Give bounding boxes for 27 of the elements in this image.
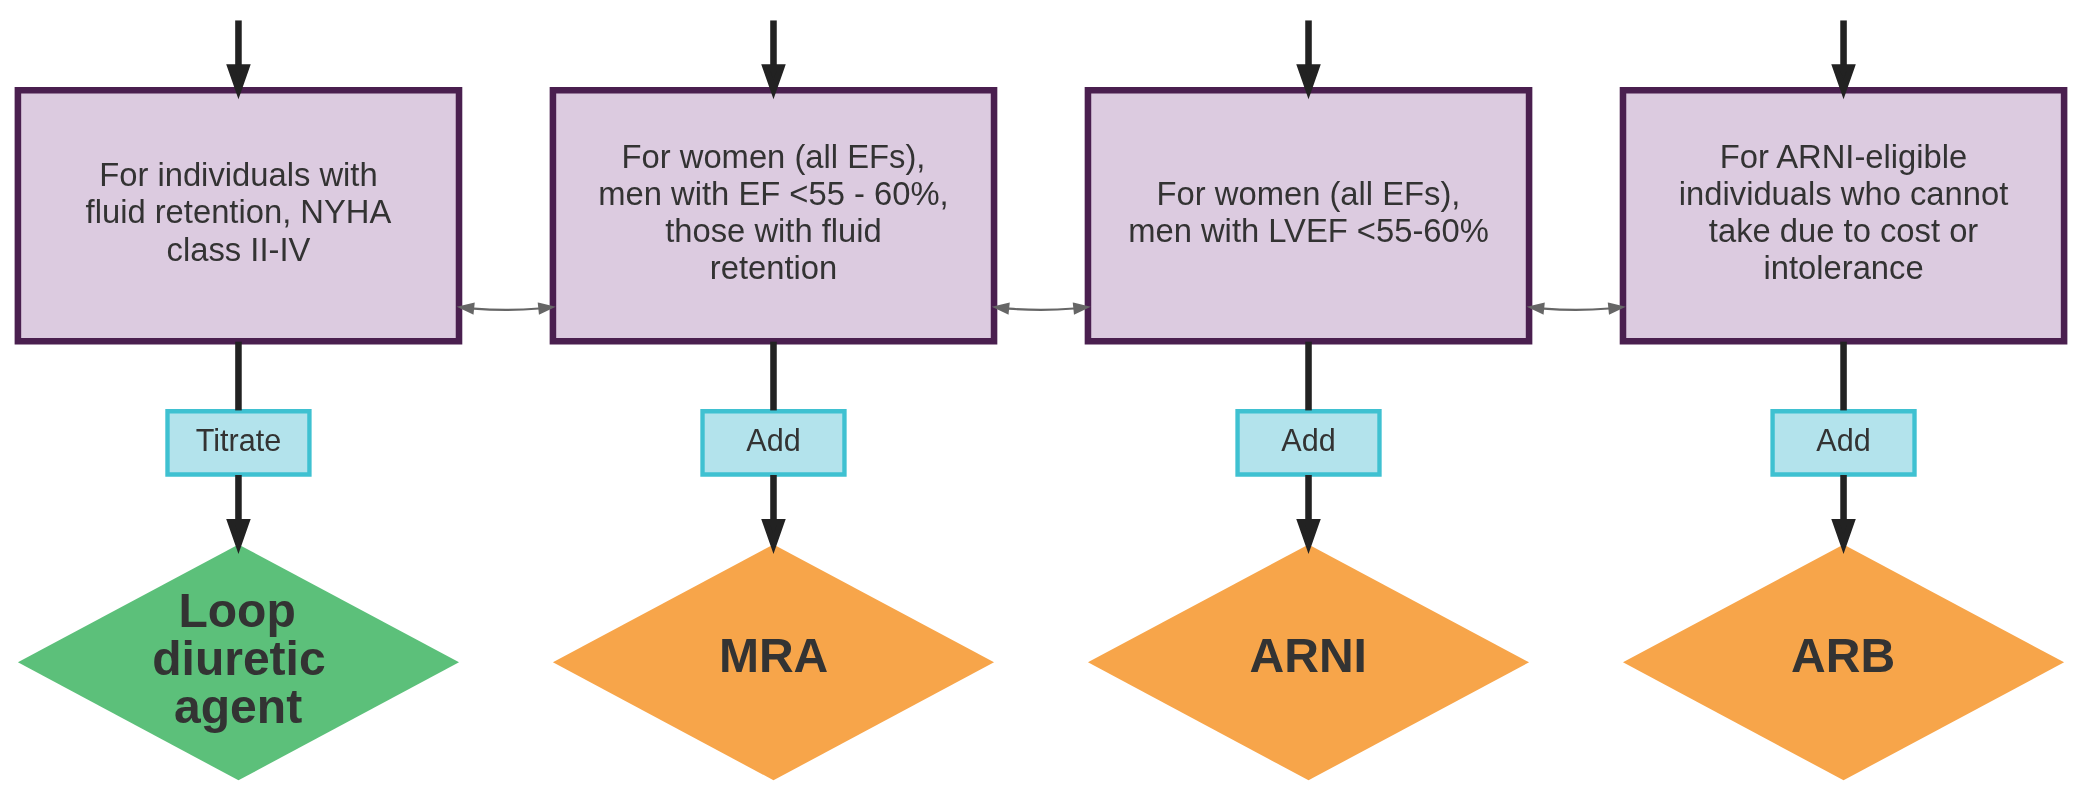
node-diamond: ARNI: [1087, 544, 1530, 781]
arrow: [761, 474, 786, 555]
arrow: [456, 302, 556, 315]
node-diamond: MRA: [552, 544, 995, 781]
node-box: For individuals with fluid retention, NYHA class II-IV: [14, 86, 463, 345]
node-box: For ARNI-eligible individuals who cannot take due to cost or intolerance: [1619, 86, 2068, 345]
arrow: [1296, 474, 1321, 555]
connector: [1305, 341, 1312, 411]
node-box: Add: [1770, 409, 1917, 477]
node-box: Titrate: [165, 409, 312, 477]
node-box: For women (all EFs), men with LVEF <55-60%: [1084, 86, 1533, 345]
arrow: [761, 20, 786, 100]
arrow: [1831, 474, 1856, 555]
node-diamond: ARB: [1623, 544, 2065, 781]
arrow: [226, 474, 251, 555]
node-box: Add: [700, 409, 847, 477]
connector: [235, 341, 242, 411]
node-box: Add: [1235, 409, 1382, 477]
arrow: [1296, 20, 1321, 100]
node-diamond: Loop diuretic agent: [17, 544, 459, 781]
arrow: [1526, 302, 1626, 315]
node-box: For women (all EFs), men with EF <55 - 60%, those with fluid retention: [549, 86, 998, 345]
connector: [770, 341, 777, 411]
connector: [1840, 341, 1847, 411]
arrow: [991, 302, 1091, 315]
arrow: [1831, 20, 1856, 100]
arrow: [226, 20, 251, 100]
